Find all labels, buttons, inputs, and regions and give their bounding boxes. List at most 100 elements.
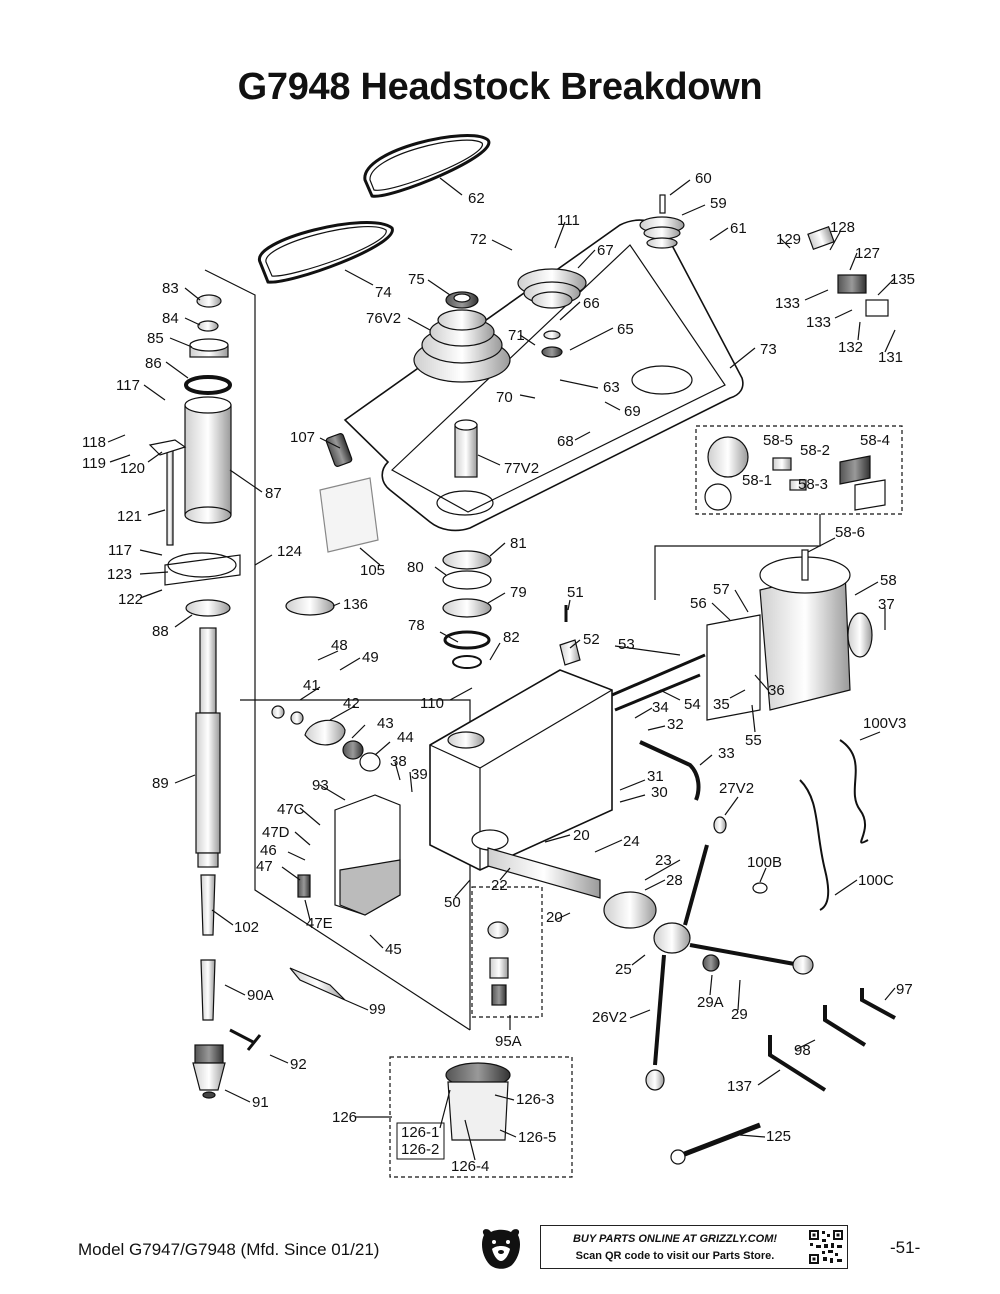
part-label: 47: [256, 858, 273, 875]
chuck-91: [192, 1044, 226, 1099]
part-label: 51: [567, 584, 584, 601]
part-label: 122: [118, 591, 143, 608]
part-label: 90A: [247, 987, 274, 1004]
label-box-126-1-2: [396, 1122, 445, 1160]
part-label: 126-4: [451, 1158, 489, 1175]
part-label: 33: [718, 745, 735, 762]
part-label: 37: [878, 596, 895, 613]
part-label: 61: [730, 220, 747, 237]
part-label: 66: [583, 295, 600, 312]
part-label: 57: [713, 581, 730, 598]
part-label: 47C: [277, 801, 305, 818]
motor-58: [759, 549, 873, 711]
part-label: 56: [690, 595, 707, 612]
part-label: 24: [623, 833, 640, 850]
part-label: 135: [890, 271, 915, 288]
part-label: 48: [331, 637, 348, 654]
part-label: 75: [408, 271, 425, 288]
part-label: 50: [444, 894, 461, 911]
part-label: 92: [290, 1056, 307, 1073]
part-label: 32: [667, 716, 684, 733]
belt-62-inner: [369, 139, 483, 191]
part-label: 23: [655, 852, 672, 869]
part-label: 42: [343, 695, 360, 712]
part-label: 35: [713, 696, 730, 713]
head-casting-50: [429, 669, 613, 871]
part-label: 69: [624, 403, 641, 420]
page-title: G7948 Headstock Breakdown: [237, 66, 763, 108]
part-label: 88: [152, 623, 169, 640]
part-label: 107: [290, 429, 315, 446]
part-label: 58-3: [798, 476, 828, 493]
part-label: 93: [312, 777, 329, 794]
spindle-pulley-76V2: [413, 291, 511, 383]
pinion-shaft-22: [487, 847, 691, 954]
part-label: 126-5: [518, 1129, 556, 1146]
part-label: 30: [651, 784, 668, 801]
part-label: 65: [617, 321, 634, 338]
part-label: 20: [573, 827, 590, 844]
part-label: 62: [468, 190, 485, 207]
part-label: 89: [152, 775, 169, 792]
part-label: 31: [647, 768, 664, 785]
part-label: 74: [375, 284, 392, 301]
part-label: 43: [377, 715, 394, 732]
part-label: 53: [618, 636, 635, 653]
scan-qr-text: Scan QR code to visit our Parts Store.: [575, 1250, 775, 1262]
part-label: 73: [760, 341, 777, 358]
part-label: 46: [260, 842, 277, 859]
part-label: 55: [745, 732, 762, 749]
part-label: 129: [776, 231, 801, 248]
cover-93: [334, 794, 401, 916]
qr-code-icon[interactable]: [808, 1229, 844, 1265]
quill-87: [184, 396, 232, 524]
part-label: 41: [303, 677, 320, 694]
part-label: 131: [878, 349, 903, 366]
part-label: 97: [896, 981, 913, 998]
part-label: 45: [385, 941, 402, 958]
part-label: 126-3: [516, 1091, 554, 1108]
bear-logo-icon: [482, 1229, 520, 1269]
belt-74: [258, 220, 394, 284]
part-label: 77V2: [504, 460, 539, 477]
part-label: 126: [332, 1109, 357, 1126]
part-label: 133: [806, 314, 831, 331]
idler-pulley-67: [517, 268, 587, 358]
belt-74-inner: [265, 226, 387, 277]
part-label: 86: [145, 355, 162, 372]
part-label: 98: [794, 1042, 811, 1059]
part-label: 58-5: [763, 432, 793, 449]
chuck-guard-126: [445, 1062, 511, 1141]
part-label: 125: [766, 1128, 791, 1145]
part-label: 82: [503, 629, 520, 646]
part-label: 58-1: [742, 472, 772, 489]
part-label: 47D: [262, 824, 290, 841]
part-label: 70: [496, 389, 513, 406]
belt-62: [363, 134, 491, 198]
part-label: 111: [557, 212, 580, 229]
part-label: 59: [710, 195, 727, 212]
part-label: 120: [120, 460, 145, 477]
part-label: 83: [162, 280, 179, 297]
part-label: 128: [830, 219, 855, 236]
part-label: 79: [510, 584, 527, 601]
part-label: 76V2: [366, 310, 401, 327]
motor-pulley-59: [639, 194, 685, 249]
part-label: 29A: [697, 994, 724, 1011]
part-label: 39: [411, 766, 428, 783]
part-label: 29: [731, 1006, 748, 1023]
part-label: 132: [838, 339, 863, 356]
part-label: 20: [546, 909, 563, 926]
bearing-136: [285, 596, 335, 616]
part-label: 80: [407, 559, 424, 576]
footer-model: Model G7947/G7948 (Mfd. Since 01/21): [78, 1240, 380, 1259]
part-label: 118: [82, 434, 106, 451]
part-label: 121: [117, 508, 142, 525]
part-label: 26V2: [592, 1009, 627, 1026]
part-label: 126-2: [401, 1141, 439, 1158]
part-label: 85: [147, 330, 164, 347]
buy-parts-banner[interactable]: BUY PARTS ONLINE AT GRIZZLY.COM! Scan QR…: [540, 1225, 848, 1269]
cover-73: [343, 219, 744, 532]
part-label: 78: [408, 617, 425, 634]
part-label: 58-4: [860, 432, 890, 449]
